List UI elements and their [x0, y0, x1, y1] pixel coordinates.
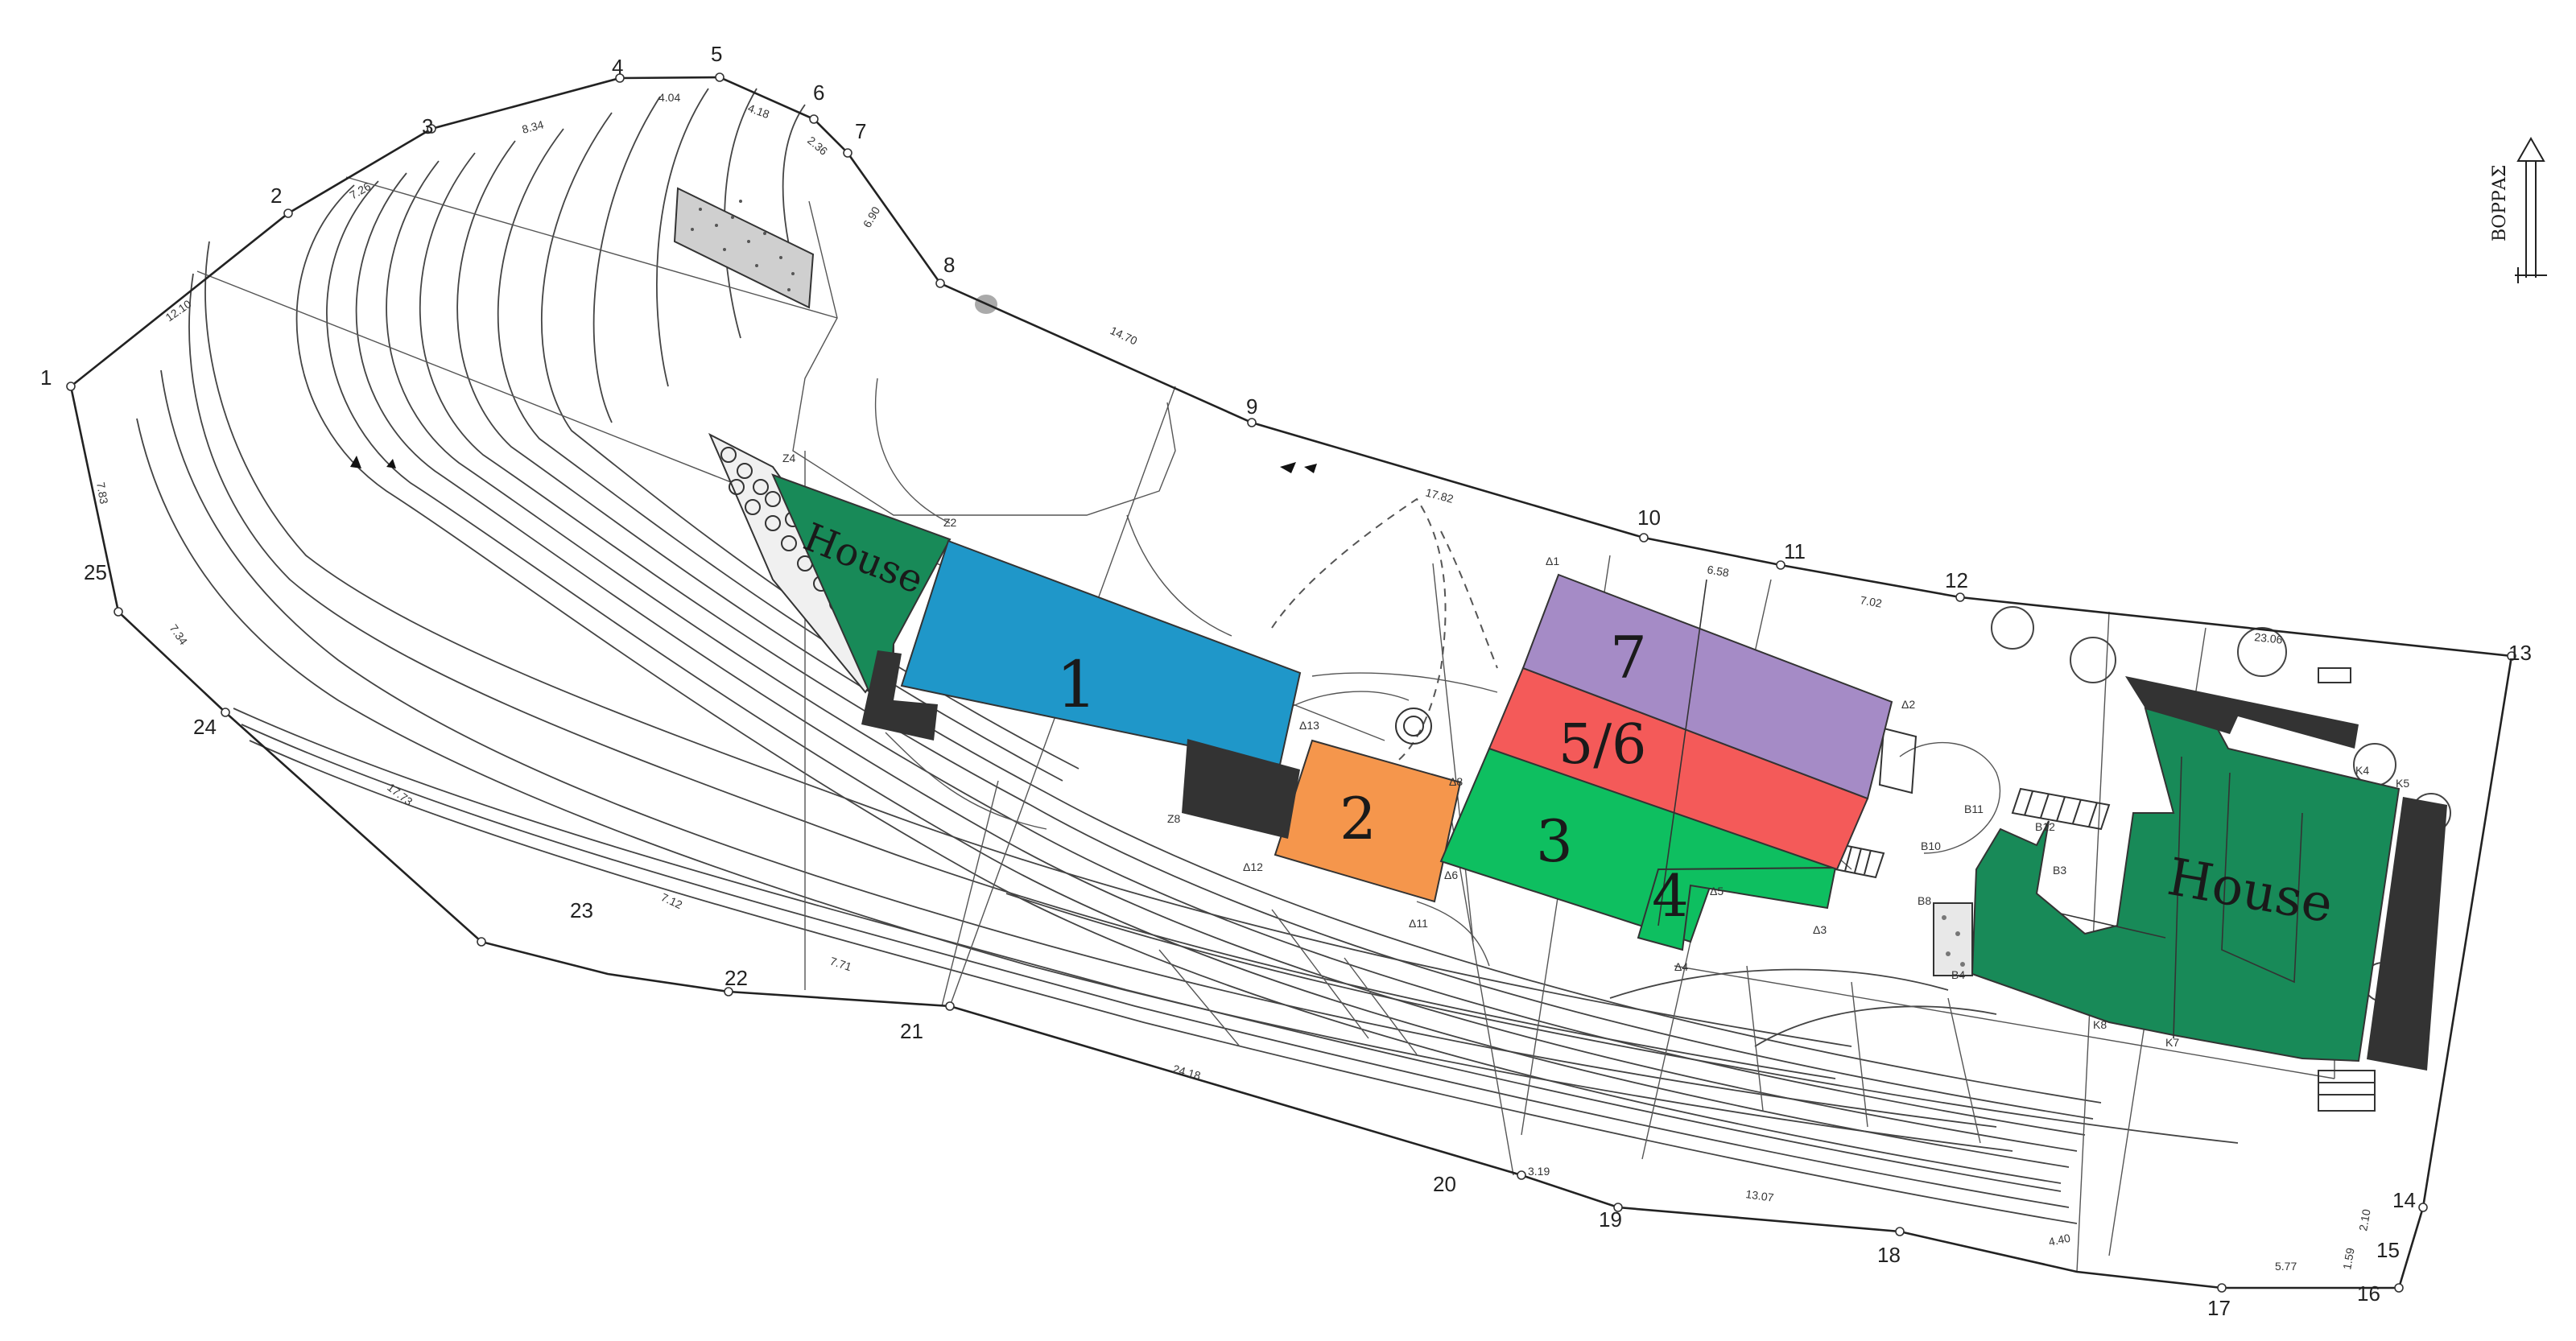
svg-text:Ζ2: Ζ2	[943, 516, 957, 529]
svg-text:24.18: 24.18	[1171, 1062, 1202, 1083]
svg-text:16: 16	[2357, 1281, 2380, 1306]
north-arrow: ΒΟΡΡΑΣ	[2490, 136, 2547, 283]
svg-text:2.36: 2.36	[805, 134, 830, 158]
svg-text:14.70: 14.70	[1108, 324, 1140, 347]
svg-text:22: 22	[724, 966, 748, 990]
svg-text:Δ8: Δ8	[1449, 775, 1463, 788]
svg-text:18: 18	[1877, 1243, 1901, 1267]
svg-text:21: 21	[900, 1019, 923, 1043]
svg-text:Β11: Β11	[1964, 803, 1984, 815]
svg-text:7.02: 7.02	[1859, 593, 1883, 610]
markers	[350, 295, 2351, 745]
svg-text:17.82: 17.82	[1424, 485, 1455, 505]
svg-text:7: 7	[855, 119, 866, 143]
zone-label-1: 1	[1056, 647, 1097, 722]
boundary-vertices	[66, 72, 2516, 1293]
zones	[771, 473, 2401, 1062]
svg-text:5: 5	[711, 42, 722, 66]
svg-text:Δ2: Δ2	[1901, 698, 1915, 711]
svg-text:Δ6: Δ6	[1444, 869, 1458, 881]
svg-text:23: 23	[570, 898, 593, 922]
zone-label-7: 7	[1610, 624, 1647, 691]
svg-text:14: 14	[2392, 1188, 2416, 1212]
svg-text:Δ12: Δ12	[1243, 860, 1263, 873]
svg-text:6.58: 6.58	[1706, 563, 1730, 580]
stairs	[1834, 727, 2376, 1112]
svg-text:17: 17	[2207, 1296, 2231, 1320]
svg-text:Δ4: Δ4	[1674, 960, 1688, 973]
svg-text:3.19: 3.19	[1528, 1165, 1550, 1178]
svg-text:Β8: Β8	[1918, 894, 1931, 907]
svg-text:2.10: 2.10	[2356, 1208, 2373, 1232]
zone-label-3: 3	[1536, 807, 1573, 875]
svg-text:Κ4: Κ4	[2355, 764, 2369, 777]
svg-text:Κ5: Κ5	[2396, 777, 2409, 790]
svg-text:Δ5: Δ5	[1710, 885, 1724, 897]
svg-text:Β3: Β3	[2053, 864, 2066, 877]
svg-text:Δ11: Δ11	[1409, 917, 1428, 930]
svg-text:15: 15	[2376, 1238, 2400, 1262]
svg-text:1: 1	[40, 365, 52, 390]
svg-text:Δ3: Δ3	[1813, 923, 1827, 936]
svg-text:Ζ4: Ζ4	[782, 452, 796, 464]
svg-text:Β10: Β10	[1921, 840, 1941, 852]
svg-text:6: 6	[813, 80, 824, 105]
svg-text:4.40: 4.40	[2047, 1232, 2071, 1248]
svg-text:13: 13	[2508, 641, 2532, 665]
svg-text:7.71: 7.71	[828, 955, 853, 974]
zone-label-56: 5/6	[1558, 713, 1646, 777]
svg-text:Κ8: Κ8	[2093, 1018, 2107, 1031]
boundary-numbers: 1 2 3 4 5 6 7 8 9 10 11 12 13 14 15 16 1…	[40, 42, 2532, 1320]
textured-strip	[673, 187, 815, 309]
zone-internal-lines	[1657, 579, 2303, 1039]
svg-text:17.73: 17.73	[385, 781, 415, 808]
svg-text:4.04: 4.04	[658, 91, 680, 104]
svg-text:2: 2	[270, 184, 282, 208]
zone-label-2: 2	[1340, 785, 1377, 852]
svg-text:8: 8	[943, 253, 955, 277]
zone-1-shape[interactable]	[900, 539, 1302, 766]
svg-text:Β4: Β4	[1951, 968, 1965, 981]
svg-text:6.90: 6.90	[861, 204, 883, 230]
svg-text:4: 4	[612, 55, 623, 79]
svg-text:11: 11	[1784, 539, 1806, 563]
svg-text:25: 25	[84, 560, 107, 584]
svg-text:13.07: 13.07	[1745, 1187, 1775, 1204]
svg-text:7.83: 7.83	[94, 481, 111, 505]
svg-text:Δ13: Δ13	[1299, 719, 1319, 732]
zone-label-4: 4	[1652, 862, 1689, 930]
svg-text:Β12: Β12	[2035, 820, 2055, 833]
svg-text:3: 3	[422, 114, 433, 138]
svg-text:12: 12	[1945, 568, 1968, 592]
svg-text:7.26: 7.26	[348, 179, 374, 202]
stone-east	[1933, 902, 1973, 976]
point-codes: Ζ2 Ζ4 Ζ8 Δ13 Δ12 Δ8 Δ6 Δ11 Δ1 Δ2 Δ3 Δ4 Δ…	[782, 452, 2409, 1049]
svg-text:10: 10	[1637, 505, 1661, 530]
svg-text:Ζ8: Ζ8	[1167, 812, 1181, 825]
svg-text:Κ7: Κ7	[2165, 1036, 2179, 1049]
dark-structures	[861, 650, 2447, 1071]
zone-7-shape[interactable]	[1521, 573, 1893, 800]
svg-text:23.06: 23.06	[2254, 630, 2284, 646]
svg-text:9: 9	[1246, 394, 1257, 419]
svg-text:1.59: 1.59	[2340, 1247, 2357, 1271]
svg-text:4.18: 4.18	[746, 101, 771, 121]
svg-text:19: 19	[1599, 1207, 1622, 1232]
svg-text:7.34: 7.34	[167, 622, 191, 648]
svg-text:24: 24	[193, 715, 217, 739]
svg-text:Δ1: Δ1	[1546, 555, 1559, 567]
svg-text:5.77: 5.77	[2275, 1260, 2297, 1273]
north-label: ΒΟΡΡΑΣ	[2490, 165, 2510, 241]
zone-house-east-shape[interactable]	[1971, 707, 2401, 1062]
svg-text:20: 20	[1433, 1172, 1456, 1196]
svg-text:8.34: 8.34	[521, 118, 546, 136]
